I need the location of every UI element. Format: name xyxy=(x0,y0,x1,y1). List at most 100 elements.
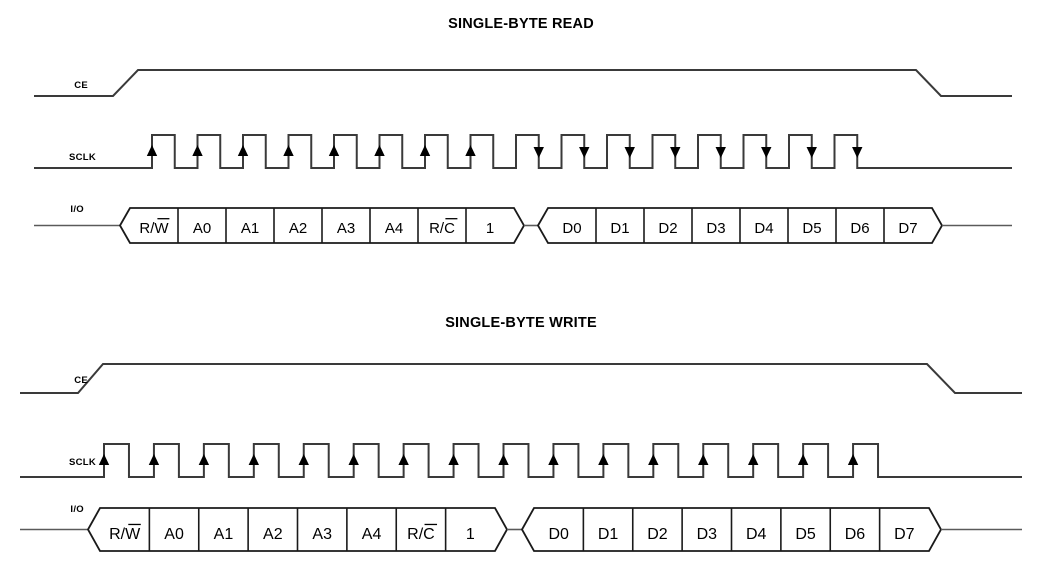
signal-ce: CE xyxy=(20,363,1022,394)
falling-edge-arrow-icon xyxy=(533,147,544,158)
ce-waveform xyxy=(34,69,1012,97)
bus-cell-label: A2 xyxy=(289,220,307,237)
bus-cell: D7 xyxy=(898,220,917,237)
bus-cell: R/C xyxy=(429,218,458,237)
falling-edge-arrow-icon xyxy=(715,147,726,158)
bus-cell: A0 xyxy=(164,526,184,543)
io-signal-label: I/O xyxy=(70,504,84,515)
bus-cell: A4 xyxy=(362,526,382,543)
rising-edge-arrow-icon xyxy=(248,454,260,465)
rising-edge-arrow-icon xyxy=(348,454,359,465)
bus-cell: A2 xyxy=(289,220,307,237)
rising-edge-arrow-icon xyxy=(398,454,409,465)
bus-cell: A1 xyxy=(214,526,234,543)
rising-edge-arrow-icon xyxy=(298,454,309,465)
bus-group-data-byte: D0 D1 D2 D3 D4 D5 D6 D7 xyxy=(520,507,943,552)
bus-cell-label: A0 xyxy=(164,526,184,543)
bus-cell-label: R/C xyxy=(429,220,455,237)
rising-edge-arrow-icon xyxy=(98,454,110,465)
rising-edge-arrow-icon xyxy=(548,454,559,465)
bus-cell: D3 xyxy=(706,220,725,237)
rising-edge-arrow-icon xyxy=(419,145,431,156)
rising-edge-arrow-icon xyxy=(146,145,158,156)
overlined-part: C xyxy=(423,526,435,543)
bus-cell-label: A3 xyxy=(312,526,332,543)
bus-cell: A4 xyxy=(385,220,403,237)
bus-cell: D7 xyxy=(894,526,915,543)
sclk-waveform xyxy=(34,134,1012,169)
signal-io: R/W A0 A1 A2 A3 A4 R/C 1 D0 D1 D2 D3 D4 D5 D6 D7 I/O xyxy=(20,504,1022,552)
overlined-part: W xyxy=(125,526,141,543)
ce-signal-label: CE xyxy=(74,80,88,91)
rising-edge-arrow-icon xyxy=(198,454,210,465)
rising-edge-arrow-icon xyxy=(648,454,659,465)
io-signal-label: I/O xyxy=(70,204,84,215)
bus-cell: D6 xyxy=(850,220,869,237)
bus-cell: D1 xyxy=(598,526,619,543)
bus-cell-label: D6 xyxy=(845,526,866,543)
rising-edge-arrow-icon xyxy=(698,454,709,465)
bus-cell-label: D0 xyxy=(548,526,569,543)
bus-cell-label: D5 xyxy=(802,220,821,237)
bus-group-data-byte: D0 D1 D2 D3 D4 D5 D6 D7 xyxy=(536,207,944,244)
bus-cell: A3 xyxy=(337,220,355,237)
falling-edge-arrow-icon xyxy=(806,147,817,158)
bus-cell-label: 1 xyxy=(466,526,475,543)
bus-cell: A0 xyxy=(193,220,211,237)
sclk-waveform xyxy=(20,443,1022,478)
bus-cell-label: A1 xyxy=(214,526,234,543)
signal-sclk: SCLK xyxy=(20,443,1022,478)
rising-edge-arrow-icon xyxy=(465,145,476,156)
bus-cell-label: D7 xyxy=(894,526,915,543)
bus-cell-label: R/W xyxy=(109,526,141,543)
bus-cell: D0 xyxy=(562,220,581,237)
sclk-signal-label: SCLK xyxy=(69,457,96,468)
section-title: SINGLE-BYTE READ xyxy=(448,16,594,32)
bus-cell-label: A3 xyxy=(337,220,355,237)
bus-cell: 1 xyxy=(486,220,494,237)
rising-edge-arrow-icon xyxy=(498,454,509,465)
rising-edge-arrow-icon xyxy=(148,454,160,465)
bus-cell-label: A0 xyxy=(193,220,211,237)
bus-cell-label: D1 xyxy=(610,220,629,237)
bus-cell-label: R/C xyxy=(407,526,435,543)
bus-cell-label: D2 xyxy=(658,220,677,237)
rising-edge-arrow-icon xyxy=(747,454,759,465)
bus-cell-label: D0 xyxy=(562,220,581,237)
bus-cell-label: D3 xyxy=(706,220,725,237)
bus-cell: A2 xyxy=(263,526,283,543)
bus-cell: D3 xyxy=(697,526,718,543)
sclk-signal-label: SCLK xyxy=(69,152,96,163)
bus-group-command-byte: R/W A0 A1 A2 A3 A4 R/C 1 xyxy=(86,507,509,552)
rising-edge-arrow-icon xyxy=(448,454,459,465)
falling-edge-arrow-icon xyxy=(670,147,681,158)
bus-cell-label: D6 xyxy=(850,220,869,237)
bus-cell: A3 xyxy=(312,526,332,543)
rising-edge-arrow-icon xyxy=(192,145,203,156)
bus-cell-label: D2 xyxy=(647,526,668,543)
rising-edge-arrow-icon xyxy=(797,454,809,465)
bus-cell-label: D5 xyxy=(795,526,816,543)
bus-cell: D4 xyxy=(754,220,773,237)
bus-cell-label: D4 xyxy=(754,220,773,237)
bus-cell: D2 xyxy=(658,220,677,237)
bus-cell: D2 xyxy=(647,526,668,543)
bus-cell: D0 xyxy=(548,526,569,543)
overlined-part: C xyxy=(444,220,455,237)
bus-cell-label: 1 xyxy=(486,220,494,237)
bus-cell: R/C xyxy=(407,523,438,543)
bus-cell: D5 xyxy=(795,526,816,543)
rising-edge-arrow-icon xyxy=(283,145,294,156)
falling-edge-arrow-icon xyxy=(761,147,772,158)
bus-cell-label: A4 xyxy=(385,220,403,237)
signal-ce: CE xyxy=(34,69,1012,97)
rising-edge-arrow-icon xyxy=(374,145,385,156)
bus-cell-label: D3 xyxy=(697,526,718,543)
signal-sclk: SCLK xyxy=(34,134,1012,169)
bus-cell: D4 xyxy=(746,526,767,543)
